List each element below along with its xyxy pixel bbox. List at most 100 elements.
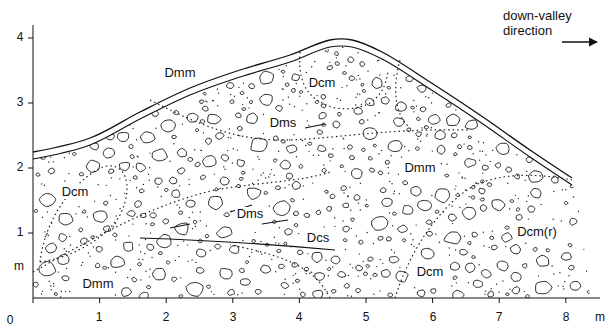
clast — [506, 293, 510, 296]
matrix-dot — [232, 162, 233, 163]
clast — [522, 264, 526, 269]
matrix-dot — [66, 268, 67, 269]
matrix-dot — [379, 74, 380, 75]
matrix-dot — [394, 191, 395, 192]
matrix-dot — [87, 216, 88, 217]
matrix-dot — [214, 173, 215, 174]
clast — [280, 160, 290, 169]
matrix-dot — [44, 231, 45, 232]
clast — [135, 201, 142, 208]
matrix-dot — [526, 201, 527, 202]
matrix-dot — [323, 164, 324, 165]
matrix-dot — [416, 105, 417, 106]
tick — [166, 298, 167, 303]
matrix-dot — [327, 51, 328, 52]
matrix-dot — [306, 273, 307, 274]
clast — [382, 198, 392, 206]
matrix-dot — [492, 150, 493, 151]
matrix-dot — [359, 94, 360, 95]
matrix-dot — [275, 271, 276, 272]
clast — [286, 145, 296, 153]
clast — [318, 145, 326, 151]
matrix-dot — [303, 185, 304, 186]
clast — [564, 201, 567, 204]
matrix-dot — [425, 96, 426, 97]
axis-unit: m — [595, 311, 605, 325]
matrix-dot — [217, 89, 218, 90]
matrix-dot — [540, 204, 541, 205]
clast — [316, 210, 321, 215]
matrix-dot — [496, 284, 497, 285]
matrix-dot — [482, 172, 483, 173]
clast — [281, 70, 285, 73]
matrix-dot — [342, 47, 343, 48]
matrix-dot — [347, 195, 348, 196]
matrix-dot — [188, 179, 189, 180]
matrix-dot — [459, 207, 460, 208]
matrix-dot — [132, 128, 133, 129]
matrix-dot — [212, 100, 213, 101]
matrix-dot — [393, 74, 394, 75]
clast — [104, 226, 111, 232]
matrix-dot — [351, 228, 352, 229]
matrix-dot — [211, 291, 212, 292]
matrix-dot — [342, 220, 343, 221]
matrix-dot — [258, 251, 259, 252]
matrix-dot — [176, 204, 177, 205]
clast — [95, 263, 99, 267]
matrix-dot — [478, 264, 479, 265]
matrix-dot — [293, 134, 294, 135]
clast — [86, 160, 99, 172]
matrix-dot — [195, 226, 196, 227]
matrix-dot — [343, 192, 344, 193]
clast — [479, 188, 485, 193]
clast — [373, 144, 376, 147]
clast — [361, 84, 364, 87]
clast — [292, 263, 298, 267]
clast — [226, 83, 233, 89]
matrix-dot — [314, 61, 315, 62]
matrix-dot — [360, 209, 361, 210]
matrix-dot — [349, 186, 350, 187]
clast — [482, 165, 488, 170]
facies-boundary — [396, 60, 410, 128]
matrix-dot — [449, 254, 450, 255]
clast — [587, 291, 591, 294]
matrix-dot — [420, 141, 421, 142]
clast — [378, 171, 383, 175]
clast — [327, 267, 330, 270]
clast — [368, 157, 372, 160]
clast — [103, 148, 114, 158]
matrix-dot — [388, 173, 389, 174]
matrix-dot — [113, 226, 114, 227]
clast — [252, 240, 255, 244]
clast — [411, 106, 414, 109]
matrix-dot — [132, 166, 133, 167]
matrix-dot — [247, 97, 248, 98]
matrix-dot — [257, 156, 258, 157]
clast — [246, 261, 249, 264]
matrix-dot — [138, 259, 139, 260]
matrix-dot — [551, 265, 552, 266]
clast — [335, 62, 339, 65]
matrix-dot — [465, 203, 466, 204]
matrix-dot — [385, 93, 386, 94]
matrix-dot — [359, 78, 360, 79]
matrix-dot — [145, 239, 146, 240]
matrix-dot — [44, 185, 45, 186]
clast — [417, 290, 425, 297]
clast — [187, 113, 198, 122]
clast — [458, 145, 462, 149]
matrix-dot — [482, 151, 483, 152]
clast — [506, 167, 512, 172]
matrix-dot — [50, 285, 51, 286]
clast — [240, 279, 250, 285]
clast — [179, 295, 183, 298]
matrix-dot — [473, 153, 474, 154]
stratification-line — [262, 220, 288, 224]
matrix-dot — [316, 95, 317, 96]
matrix-dot — [387, 167, 388, 168]
clast — [173, 111, 178, 115]
clast — [352, 169, 363, 179]
matrix-dot — [509, 208, 510, 209]
